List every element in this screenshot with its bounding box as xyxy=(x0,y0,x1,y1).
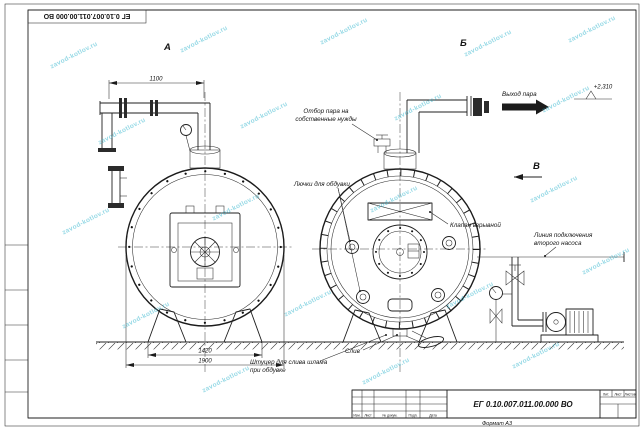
elevation-mark: +2,310 xyxy=(574,85,613,100)
view-v-mark: В xyxy=(514,161,542,180)
corner-stamp: ЕГ 0.10.007.011.00.000 ВО xyxy=(27,9,147,24)
left-boiler-door xyxy=(169,205,241,288)
explosion-valve xyxy=(367,202,433,221)
right-boiler-dome xyxy=(383,148,417,170)
left-margin-strip xyxy=(5,244,28,393)
sludge-label-1: Штуцер для слива шлама xyxy=(250,358,328,366)
pump-connection-line: Линия подключения второго насоса xyxy=(477,231,625,262)
bottom-hatch xyxy=(387,298,445,348)
pressure-gauge-left xyxy=(180,124,192,152)
sheet-label: Лист xyxy=(614,393,622,397)
corner-stamp-text: ЕГ 0.10.007.011.00.000 ВО xyxy=(43,12,130,19)
col-podp: Подп. xyxy=(408,414,417,418)
water-gauge-fitting xyxy=(108,166,127,208)
dimension-diameter: 1900 xyxy=(125,255,285,368)
blowdown-ports xyxy=(345,236,456,304)
drain-label: Слив xyxy=(345,348,361,355)
blow-hatches-label: Лючки для обдувки xyxy=(293,180,350,188)
format-note: Формат А3 xyxy=(482,421,513,427)
steam-direction-arrow xyxy=(502,99,549,115)
own-needs-valve xyxy=(373,134,391,153)
dimension-support-span: 1420 xyxy=(147,342,263,358)
view-b-label: Б xyxy=(460,38,467,49)
pump-motor xyxy=(565,308,594,336)
own-needs-label-2: собственные нужды xyxy=(295,115,357,123)
pump-line-label-2: второго насоса xyxy=(534,240,582,247)
view-a-left-boiler: А xyxy=(98,42,292,372)
dimension-pipe-span: 1100 xyxy=(108,77,205,99)
callouts: Выход пара +2,310 Отбор пара на собствен… xyxy=(250,85,625,374)
door-handwheel xyxy=(191,238,219,266)
explosion-valve-label: Клапан взрывной xyxy=(450,221,501,229)
steam-output-label: Выход пара xyxy=(502,90,537,98)
view-a-label: А xyxy=(163,42,171,53)
col-doc: № докум. xyxy=(383,414,398,418)
lit-label: Лит. xyxy=(603,393,609,397)
left-boiler-supports xyxy=(147,308,263,343)
ground xyxy=(96,341,624,350)
dim-pipe-span-text: 1100 xyxy=(150,77,164,83)
sludge-label-2: при обдувке xyxy=(250,366,286,374)
pump-valve xyxy=(505,264,525,286)
title-block: Изм. Лист № докум. Подп. Дата ЕГ 0.10.00… xyxy=(351,389,637,427)
col-data: Дата xyxy=(429,414,437,418)
doc-number: ЕГ 0.10.007.011.00.000 ВО xyxy=(473,400,573,409)
own-needs-label-1: Отбор пара на xyxy=(303,107,349,115)
left-boiler-piping xyxy=(98,98,211,152)
pump-unit xyxy=(489,257,599,343)
manhole xyxy=(372,224,428,280)
pump-line-label-1: Линия подключения xyxy=(533,231,593,239)
col-izm: Изм. xyxy=(353,414,360,418)
view-b-right-boiler: Б xyxy=(312,38,489,372)
pump-volute xyxy=(546,312,566,332)
sheets-label: Листов xyxy=(624,393,635,397)
view-v-label: В xyxy=(533,161,540,172)
pump-base xyxy=(540,334,599,343)
steam-riser xyxy=(406,96,489,153)
dim-support-span-text: 1420 xyxy=(198,349,212,355)
col-list: Лист xyxy=(364,414,372,418)
elevation-text: +2,310 xyxy=(594,85,613,91)
drawing-frame: ЕГ 0.10.007.011.00.000 ВО xyxy=(4,3,640,427)
dim-diameter-text: 1900 xyxy=(198,359,212,365)
pressure-gauge-pump xyxy=(489,286,512,342)
